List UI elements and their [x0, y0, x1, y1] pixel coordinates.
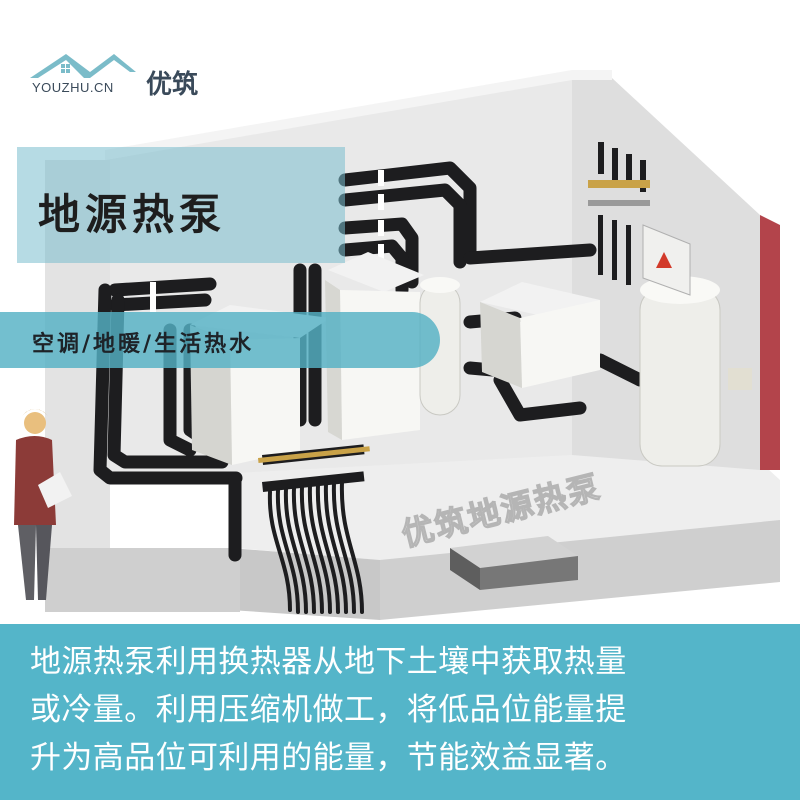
wall-manifold — [588, 142, 650, 285]
page-subtitle: 空调/地暖/生活热水 — [32, 332, 255, 357]
heat-pump-unit-2-top — [328, 252, 424, 292]
house-roof-logo-icon — [30, 54, 136, 78]
description-line-3: 升为高品位可利用的能量，节能效益显著。 — [30, 740, 627, 776]
floor-step-front — [480, 556, 578, 590]
room-floor-front-edge — [380, 520, 780, 620]
exchanger-box-side — [480, 302, 522, 388]
title-panel — [17, 147, 345, 263]
page-title: 地源热泵 — [38, 190, 227, 239]
description-line-2: 或冷量。利用压缩机做工，将低品位能量提 — [30, 692, 627, 728]
hot-water-tank — [639, 287, 721, 467]
warning-triangle-icon — [656, 252, 672, 268]
floor-heating-loops — [267, 480, 364, 614]
heat-pump-unit-1-front — [230, 338, 300, 465]
exchanger-box-front — [520, 300, 600, 388]
person-figure — [14, 409, 72, 600]
subtitle-band — [0, 312, 440, 368]
left-floor-edge — [45, 548, 240, 612]
description-line-1: 地源热泵利用换热器从地下土壤中获取热量 — [30, 644, 627, 680]
floor-step-top — [450, 536, 578, 568]
floor-heating-manifold — [258, 444, 370, 492]
logo-brand-text: 优筑 — [146, 70, 199, 100]
pipe-clamps — [150, 170, 384, 312]
logo-url-text: YOUZHU.CN — [32, 80, 114, 95]
control-box — [728, 368, 752, 390]
description-panel — [0, 624, 800, 800]
brand-logo: YOUZHU.CN 优筑 — [28, 50, 248, 100]
floor-step-side — [450, 548, 480, 590]
right-wall-red-edge — [760, 215, 780, 470]
buffer-tank-cap — [420, 277, 460, 293]
wall-rim — [105, 70, 612, 160]
